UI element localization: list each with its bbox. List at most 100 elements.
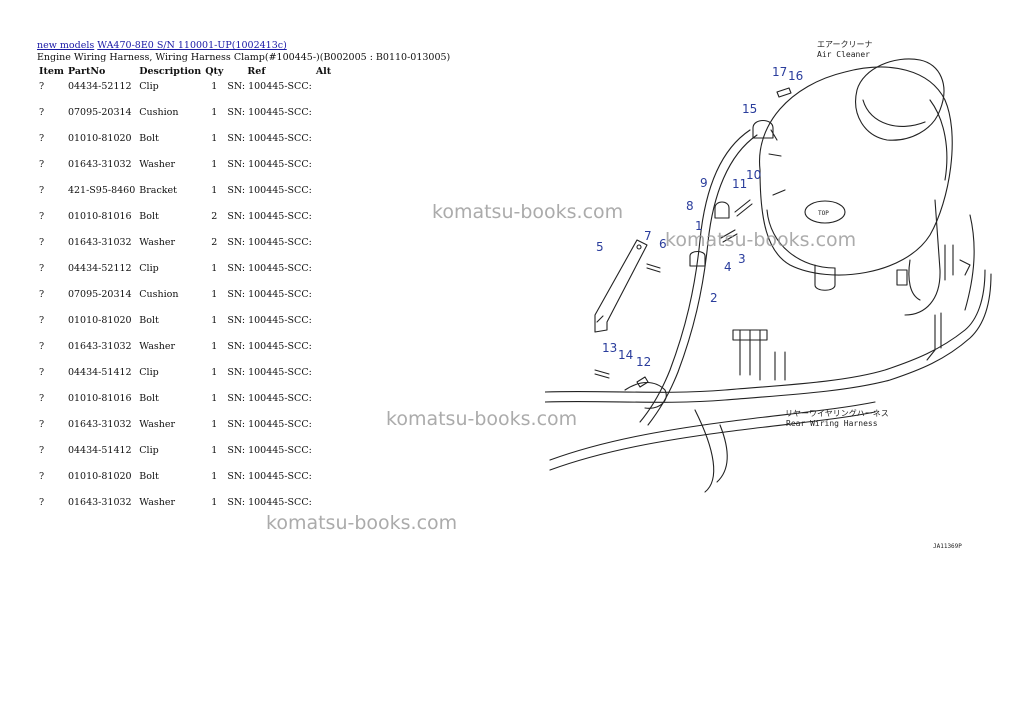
row-qty: 1 [211,81,218,92]
callout-5: 5 [596,240,604,254]
column-header-alt: Alt [315,66,332,77]
row-qty: 1 [211,107,218,118]
row-item: ? [39,159,45,170]
row-partno: 421-S95-8460 [67,185,136,196]
row-item: ? [39,393,45,404]
row-ref: SN: 100445-SCC: [227,471,312,482]
top-mark: TOP [818,210,829,217]
column-header-description: Description [139,66,202,77]
row-item: ? [39,315,45,326]
watermark: komatsu-books.com [665,229,857,251]
row-item: ? [39,211,45,222]
row-alt [314,237,338,263]
row-partno: 01010-81020 [67,133,132,144]
callout-9: 9 [700,176,708,190]
page-title: Engine Wiring Harness, Wiring Harness Cl… [37,52,451,63]
row-item: ? [39,471,45,482]
row-qty: 1 [211,133,218,144]
row-partno: 04434-52112 [67,81,132,92]
row-partno: 01643-31032 [67,341,132,352]
row-description: Bolt [139,393,159,404]
row-item: ? [39,445,45,456]
breadcrumb: new models WA470-8E0 S/N 110001-UP(10024… [37,40,287,51]
row-partno: 04434-52112 [67,263,132,274]
row-qty: 1 [211,263,218,274]
row-qty: 1 [211,393,218,404]
callout-7: 7 [644,229,652,243]
row-partno: 01643-31032 [67,419,132,430]
row-description: Washer [139,419,176,430]
row-description: Bolt [139,471,159,482]
rear-harness-label: Rear Wiring Harness [786,419,878,428]
column-header-qty: Qty [205,66,224,77]
row-alt [314,315,338,341]
row-description: Clip [139,263,159,274]
row-qty: 1 [211,185,218,196]
row-qty: 1 [211,367,218,378]
row-item: ? [39,367,45,378]
row-qty: 1 [211,445,218,456]
row-alt [314,133,338,159]
row-qty: 2 [211,237,218,248]
row-description: Cushion [139,289,179,300]
row-partno: 04434-51412 [67,367,132,378]
row-ref: SN: 100445-SCC: [227,133,312,144]
clamp-drawings [594,87,792,388]
column-header-ref: Ref [247,66,266,77]
row-ref: SN: 100445-SCC: [227,159,312,170]
row-description: Clip [139,367,159,378]
row-ref: SN: 100445-SCC: [227,315,312,326]
row-description: Clip [139,81,159,92]
callout-4: 4 [724,260,732,274]
breadcrumb-link-new-models[interactable]: new models [37,40,95,51]
row-alt [314,211,338,237]
wiring-harness-drawing [545,129,992,493]
row-qty: 1 [211,419,218,430]
row-qty: 1 [211,289,218,300]
column-header-item: Item [39,66,64,77]
row-ref: SN: 100445-SCC: [227,185,312,196]
row-ref: SN: 100445-SCC: [227,107,312,118]
row-qty: 1 [211,471,218,482]
row-ref: SN: 100445-SCC: [227,393,312,404]
row-item: ? [39,237,45,248]
drawing-code: JA11369P [933,543,962,550]
row-qty: 1 [211,341,218,352]
row-ref: SN: 100445-SCC: [227,419,312,430]
row-description: Cushion [139,107,179,118]
callout-10: 10 [746,168,761,182]
air-cleaner-label: Air Cleaner [817,50,870,59]
watermark: komatsu-books.com [432,201,624,223]
callout-13: 13 [602,341,617,355]
row-description: Washer [139,497,176,508]
row-ref: SN: 100445-SCC: [227,341,312,352]
row-description: Bolt [139,211,159,222]
row-item: ? [39,133,45,144]
row-partno: 04434-51412 [67,445,132,456]
callout-12: 12 [636,355,651,369]
row-ref: SN: 100445-SCC: [227,211,312,222]
row-ref: SN: 100445-SCC: [227,497,312,508]
row-partno: 01643-31032 [67,159,132,170]
callout-16: 16 [788,69,803,83]
row-alt [314,419,338,445]
row-item: ? [39,419,45,430]
breadcrumb-link-model[interactable]: WA470-8E0 S/N 110001-UP(1002413c) [97,40,287,51]
row-description: Bolt [139,315,159,326]
row-alt [314,81,338,107]
row-qty: 1 [211,497,218,508]
row-alt [314,445,338,471]
